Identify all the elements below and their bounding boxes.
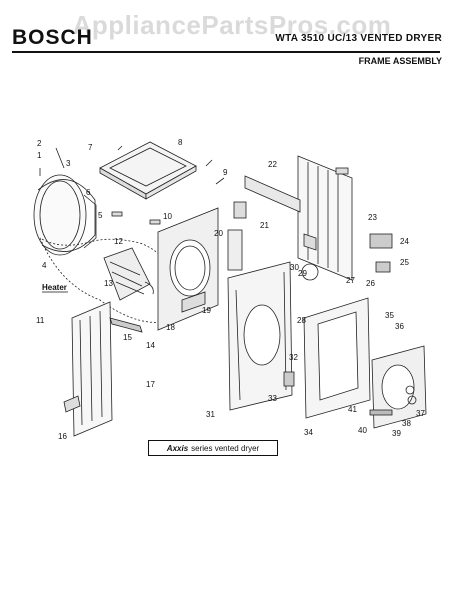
callout-18: 18: [166, 323, 175, 332]
callout-17: 17: [146, 380, 155, 389]
inner-frame-part: [227, 261, 293, 411]
heater-group-outline: [39, 237, 178, 323]
callout-1: 1: [37, 151, 42, 160]
callout-12: 12: [114, 237, 123, 246]
model-title: WTA 3510 UC/13 VENTED DRYER: [275, 33, 442, 44]
brand-logo: BOSCH: [12, 26, 93, 49]
callout-22: 22: [268, 160, 277, 169]
door-part: [371, 345, 427, 429]
callout-23: 23: [368, 213, 377, 222]
callout-9: 9: [223, 168, 228, 177]
callout-6: 6: [86, 188, 91, 197]
drum-seal-part: [33, 174, 97, 256]
callout-7: 7: [88, 143, 93, 152]
front-frame-part: [303, 297, 371, 419]
callout-26: 26: [366, 279, 375, 288]
series-note: Axxis series vented dryer: [148, 440, 278, 456]
series-note-brand: Axxis: [166, 443, 189, 453]
left-side-panel-part: [63, 301, 113, 437]
callout-30: 30: [290, 263, 299, 272]
callout-40: 40: [358, 426, 367, 435]
callout-16: 16: [58, 432, 67, 441]
series-note-text: series vented dryer: [191, 443, 260, 453]
callout-19: 19: [202, 306, 211, 315]
callout-31: 31: [206, 410, 215, 419]
callout-10: 10: [163, 212, 172, 221]
callout-3: 3: [66, 159, 71, 168]
callout-labels: 1 2 3 4 5 6 7 8 9 10 11 12 13 14 15 16 1…: [36, 138, 425, 441]
top-cover-part: [99, 141, 197, 200]
callout-32: 32: [289, 353, 298, 362]
callout-21: 21: [260, 221, 269, 230]
callout-36: 36: [395, 322, 404, 331]
callout-14: 14: [146, 341, 155, 350]
small-parts: [39, 145, 417, 416]
front-panel-part: [157, 207, 219, 331]
toe-kick-part: [109, 317, 143, 333]
rear-panel-part: [297, 155, 353, 281]
rear-support-part: [244, 175, 301, 213]
callout-25: 25: [400, 258, 409, 267]
callout-2: 2: [37, 139, 42, 148]
callout-41: 41: [348, 405, 357, 414]
callout-39: 39: [392, 429, 401, 438]
callout-28: 28: [297, 316, 306, 325]
callout-4: 4: [42, 261, 47, 270]
callout-8: 8: [178, 138, 183, 147]
callout-24: 24: [400, 237, 409, 246]
callout-35: 35: [385, 311, 394, 320]
callout-20: 20: [214, 229, 223, 238]
callout-27: 27: [346, 276, 355, 285]
callout-38: 38: [402, 419, 411, 428]
callout-37: 37: [416, 409, 425, 418]
header-rule: [12, 51, 440, 53]
callout-29: 29: [298, 269, 307, 278]
section-title: FRAME ASSEMBLY: [358, 56, 442, 66]
callout-33: 33: [268, 394, 277, 403]
callout-34: 34: [304, 428, 313, 437]
callout-13: 13: [104, 279, 113, 288]
callout-15: 15: [123, 333, 132, 342]
callout-11: 11: [36, 316, 45, 325]
callout-5: 5: [98, 211, 103, 220]
heater-label: Heater: [42, 283, 67, 292]
heater-part: [103, 247, 154, 301]
